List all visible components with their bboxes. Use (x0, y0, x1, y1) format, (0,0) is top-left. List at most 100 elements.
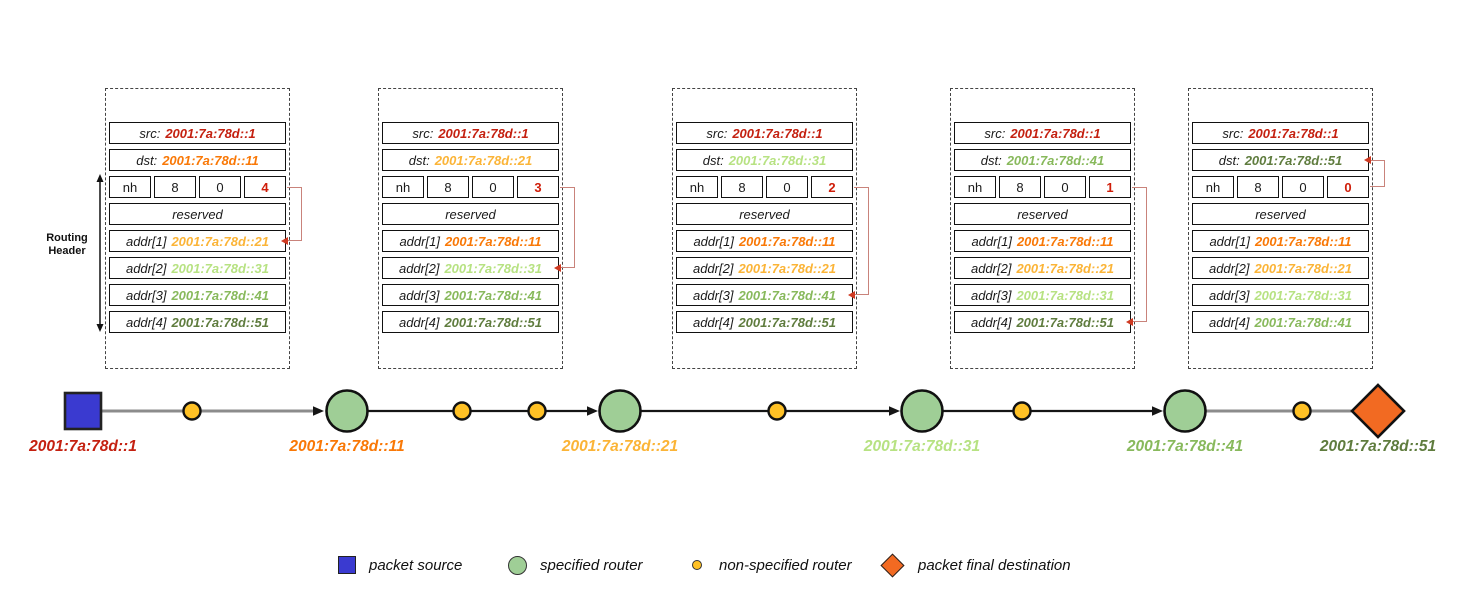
addr-row: addr[4]2001:7a:78d::51 (954, 311, 1131, 333)
dst-address: 2001:7a:78d::41 (1006, 152, 1105, 168)
hdr-ext-len-field: 8 (721, 176, 763, 198)
segments-left-pointer (1370, 160, 1385, 187)
routing-type-field-text: 0 (216, 179, 224, 195)
src-row: src:2001:7a:78d::1 (1192, 122, 1369, 144)
segments-left-pointer (560, 187, 575, 268)
legend-label: non-specified router (719, 556, 852, 574)
segments-left-field: 4 (244, 176, 286, 198)
hdr-ext-len-field-text: 8 (444, 179, 452, 195)
addr-row: addr[2]2001:7a:78d::31 (382, 257, 559, 279)
next-header-row: nh 8 0 4 (109, 176, 286, 198)
addr-value: 2001:7a:78d::31 (1016, 287, 1115, 303)
dst-label: dst: (1218, 152, 1240, 168)
segments-left-field-text: 3 (534, 179, 542, 195)
routing-header-label-line2: Header (48, 245, 86, 257)
addr-value: 2001:7a:78d::11 (1254, 233, 1352, 249)
reserved-row: reserved (382, 203, 559, 225)
hdr-ext-len-field: 8 (999, 176, 1041, 198)
next-header-row: nh 8 0 3 (382, 176, 559, 198)
src-row: src:2001:7a:78d::1 (109, 122, 286, 144)
addr-row: addr[1]2001:7a:78d::21 (109, 230, 286, 252)
next-header-field: nh (954, 176, 996, 198)
addr-value: 2001:7a:78d::21 (171, 233, 270, 249)
path-arrowhead (313, 406, 324, 416)
packet-source-node (63, 391, 103, 431)
src-address: 2001:7a:78d::1 (732, 125, 823, 141)
addr-row: addr[4]2001:7a:78d::51 (109, 311, 286, 333)
specified-router-node (1163, 389, 1207, 433)
dst-label: dst: (702, 152, 724, 168)
src-label: src: (1222, 125, 1244, 141)
next-header-field: nh (382, 176, 424, 198)
src-address: 2001:7a:78d::1 (1010, 125, 1101, 141)
hdr-ext-len-field-text: 8 (1016, 179, 1024, 195)
node-address-label: 2001:7a:78d::31 (863, 438, 980, 455)
node-address-label: 2001:7a:78d::21 (561, 438, 678, 455)
node-address-label: 2001:7a:78d::1 (28, 438, 137, 455)
addr-row: addr[3]2001:7a:78d::31 (1192, 284, 1369, 306)
addr-row: addr[3]2001:7a:78d::41 (109, 284, 286, 306)
hdr-ext-len-field-text: 8 (1254, 179, 1262, 195)
packet-source-swatch (338, 556, 356, 574)
dst-row: dst:2001:7a:78d::21 (382, 149, 559, 171)
addr-value: 2001:7a:78d::21 (738, 260, 837, 276)
addr-value: 2001:7a:78d::21 (1016, 260, 1115, 276)
addr-row: addr[2]2001:7a:78d::21 (1192, 257, 1369, 279)
addr-label: addr[2] (1208, 260, 1250, 276)
hdr-ext-len-field-text: 8 (171, 179, 179, 195)
dst-address: 2001:7a:78d::51 (1244, 152, 1343, 168)
path-arrowhead (587, 406, 598, 416)
legend-label: packet source (369, 556, 463, 574)
addr-label: addr[1] (125, 233, 167, 249)
addr-row: addr[4]2001:7a:78d::41 (1192, 311, 1369, 333)
routing-type-field: 0 (472, 176, 514, 198)
legend-label: packet final destination (918, 556, 1071, 574)
addr-row: addr[3]2001:7a:78d::31 (954, 284, 1131, 306)
addr-row: addr[1]2001:7a:78d::11 (1192, 230, 1369, 252)
addr-value: 2001:7a:78d::51 (444, 314, 543, 330)
next-header-field-text: nh (122, 179, 138, 195)
src-label: src: (984, 125, 1006, 141)
src-address: 2001:7a:78d::1 (438, 125, 529, 141)
segments-left-field-text: 0 (1344, 179, 1352, 195)
packet-final-destination-node (1350, 383, 1406, 439)
src-label: src: (706, 125, 728, 141)
next-header-field: nh (1192, 176, 1234, 198)
addr-label: addr[4] (970, 314, 1012, 330)
pointer-arrowhead (848, 290, 855, 299)
segments-left-field-text: 1 (1106, 179, 1114, 195)
next-header-field-text: nh (1205, 179, 1221, 195)
addr-value: 2001:7a:78d::31 (1254, 287, 1353, 303)
next-header-field-text: nh (689, 179, 705, 195)
legend-item: non-specified router (688, 551, 852, 579)
routing-type-field-text: 0 (783, 179, 791, 195)
src-row: src:2001:7a:78d::1 (676, 122, 853, 144)
path-arrowhead (889, 406, 900, 416)
segments-left-field-text: 4 (261, 179, 269, 195)
non-specified-router-node (182, 401, 202, 421)
next-header-field-text: nh (967, 179, 983, 195)
node-address-label: 2001:7a:78d::51 (1319, 438, 1436, 455)
reserved-label: reserved (1017, 206, 1068, 222)
addr-row: addr[2]2001:7a:78d::31 (109, 257, 286, 279)
reserved-row: reserved (954, 203, 1131, 225)
path-arrowhead (1152, 406, 1163, 416)
addr-row: addr[2]2001:7a:78d::21 (676, 257, 853, 279)
addr-value: 2001:7a:78d::51 (738, 314, 837, 330)
routing-type-field: 0 (766, 176, 808, 198)
addr-label: addr[4] (692, 314, 734, 330)
legend-label: specified router (540, 556, 643, 574)
routing-header-label: Routing Header (36, 232, 98, 258)
addr-label: addr[3] (692, 287, 734, 303)
packet-final-destination-swatch (880, 552, 905, 578)
segments-left-pointer (1132, 187, 1147, 322)
routing-type-field-text: 0 (1299, 179, 1307, 195)
addr-value: 2001:7a:78d::41 (738, 287, 837, 303)
